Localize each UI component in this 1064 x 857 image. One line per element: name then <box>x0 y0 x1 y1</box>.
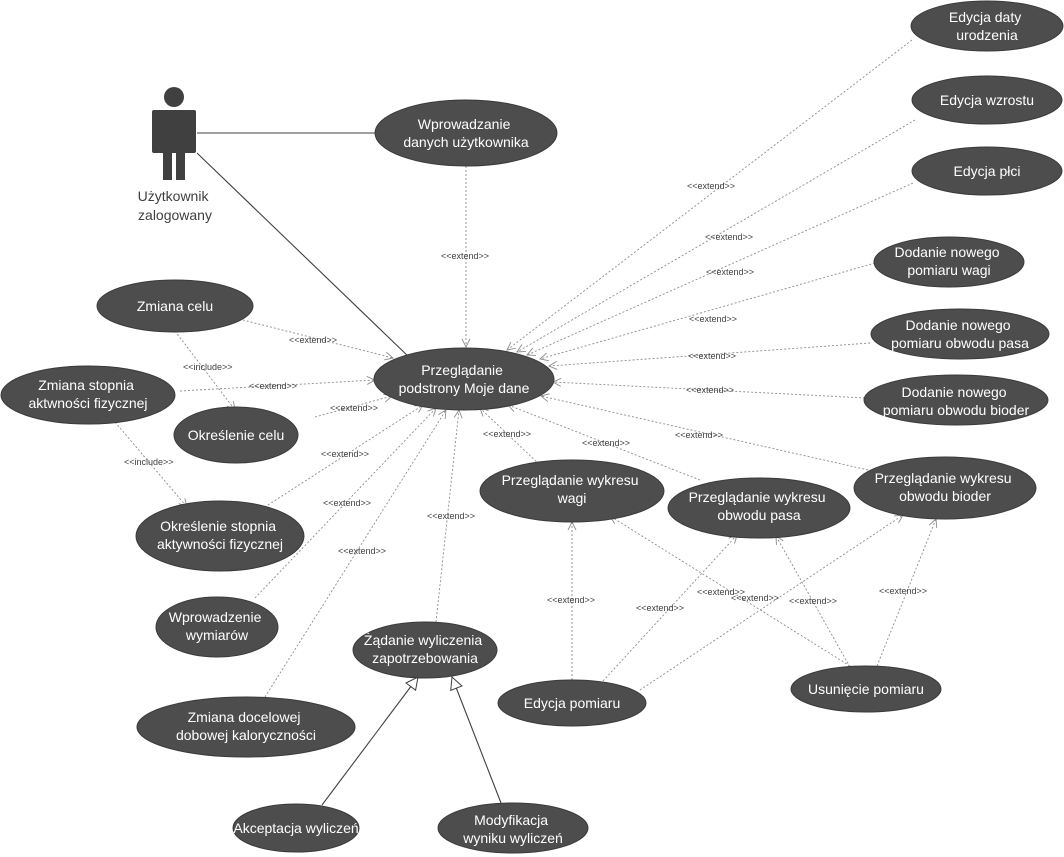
use-case-label: Wprowadzanie danych użytkownika <box>403 116 529 150</box>
label-extend-okreslenie-stopnia: <<extend>> <box>321 449 369 459</box>
use-case-akceptacja-wyliczen[interactable]: Akceptacja wyliczeń <box>232 803 360 853</box>
label-extend-okreslenie-celu: <<extend>> <box>330 403 378 413</box>
extend-edycja-wzrostu-main <box>516 119 916 353</box>
label-extend-dodanie-bioder: <<extend>> <box>686 385 734 395</box>
use-case-label: Usunięcie pomiaru <box>808 681 924 697</box>
use-case-label: Przeglądanie wykresu obwodu bioder <box>875 470 1016 504</box>
use-case-przegladanie-podstrony[interactable]: Przeglądanie podstrony Moje dane <box>373 347 555 411</box>
use-case-label: Żądanie wyliczenia zapotrzebowania <box>364 631 486 666</box>
label-extend-edycja-plci: <<extend>> <box>706 267 754 277</box>
extend-edycja-plci-main <box>526 182 914 356</box>
use-case-wykres-wagi[interactable]: Przeglądanie wykresu wagi <box>479 459 665 523</box>
relationships <box>114 39 938 806</box>
use-case-okreslenie-celu[interactable]: Określenie celu <box>173 406 299 464</box>
label-extend-wykres-bioder: <<extend>> <box>675 430 723 440</box>
use-case-modyfikacja-wyniku[interactable]: Modyfikacja wyniku wyliczeń <box>437 802 589 854</box>
use-case-okreslenie-stopnia-aktywnosci[interactable]: Określenie stopnia aktywności fizycznej <box>135 500 305 572</box>
extend-okreslenie-stopnia-main <box>267 404 424 506</box>
extend-usuniecie-wykres-pasa <box>775 535 851 668</box>
include-zmiana-stopnia-okreslenie <box>114 421 188 508</box>
use-case-zadanie-wyliczenia[interactable]: Żądanie wyliczenia zapotrzebowania <box>352 621 498 679</box>
extend-dodanie-bioder-main <box>551 378 866 399</box>
actor-figure-icon <box>152 87 196 180</box>
extend-edycja-pomiaru-wykres-pasa <box>602 534 738 682</box>
use-case-label: Zmiana docelowej dobowej kaloryczności <box>176 709 316 743</box>
use-case-label: Zmiana stopnia aktwności fizycznej <box>28 377 147 411</box>
label-extend-zmiana-celu: <<extend>> <box>289 335 337 345</box>
relationship-labels: <<extend>> <<extend>> <<extend>> <<exten… <box>124 181 927 613</box>
use-case-edycja-plci[interactable]: Edycja płci <box>911 146 1063 196</box>
actor-uzytkownik-zalogowany[interactable]: Użytkownik zalogowany <box>138 87 213 223</box>
use-case-label: Przeglądanie wykresu wagi <box>502 472 643 506</box>
use-case-label: Przeglądanie wykresu obwodu pasa <box>689 489 830 523</box>
label-extend-dodanie-pasa: <<extend>> <box>688 351 736 361</box>
label-extend-usuniecie-wykres-wagi: <<extend>> <box>731 593 779 603</box>
use-case-dodanie-pomiaru-pasa[interactable]: Dodanie nowego pomiaru obwodu pasa <box>870 308 1050 360</box>
use-case-edycja-daty-urodzenia[interactable]: Edycja daty urodzenia <box>910 0 1064 52</box>
use-case-label: Określenie celu <box>188 427 285 443</box>
extend-zadanie-main <box>435 408 463 623</box>
label-extend-zmiana-stopnia: <<extend>> <box>249 381 297 391</box>
extend-zmiana-celu-main <box>234 317 394 361</box>
label-extend-edycja-daty: <<extend>> <box>687 181 735 191</box>
use-case-label: Edycja wzrostu <box>940 92 1034 108</box>
label-extend-wykres-wagi: <<extend>> <box>483 429 531 439</box>
use-case-label: Edycja pomiaru <box>524 695 621 711</box>
use-case-label: Akceptacja wyliczeń <box>233 820 358 836</box>
label-extend-usuniecie-wykres-bioder: <<extend>> <box>879 586 927 596</box>
label-extend-wprowadzenie-wymiarow: <<extend>> <box>323 498 371 508</box>
use-case-wykres-bioder[interactable]: Przeglądanie wykresu obwodu bioder <box>853 456 1037 520</box>
label-extend-dodanie-wagi: <<extend>> <box>689 314 737 324</box>
label-extend-wykres-pasa: <<extend>> <box>582 438 630 448</box>
use-case-label: Dodanie nowego pomiaru obwodu pasa <box>891 317 1029 351</box>
include-zmiana-celu-okreslenie <box>174 330 236 411</box>
label-extend-zadanie: <<extend>> <box>427 511 475 521</box>
extend-okreslenie-celu-main <box>314 393 393 418</box>
extend-zmiana-docelowej-main <box>264 409 447 698</box>
use-case-label: Dodanie nowego pomiaru obwodu bioder <box>883 384 1030 418</box>
label-extend-usuniecie-wykres-pasa: <<extend>> <box>789 596 837 606</box>
use-case-label: Wprowadzenie wymiarów <box>169 609 266 643</box>
label-extend-edycja-wykres-pasa: <<extend>> <box>636 603 684 613</box>
use-case-label: Zmiana celu <box>137 298 213 314</box>
label-extend-edycja-wykres-bioder: <<extend>> <box>697 587 745 597</box>
label-extend-wprowadzanie: <<extend>> <box>441 251 489 261</box>
association-actor-main <box>196 152 411 359</box>
use-case-usuniecie-pomiaru[interactable]: Usunięcie pomiaru <box>790 665 942 713</box>
use-case-wykres-pasa[interactable]: Przeglądanie wykresu obwodu pasa <box>667 477 851 539</box>
label-extend-edycja-wzrostu: <<extend>> <box>705 232 753 242</box>
use-case-label: Modyfikacja wyniku wyliczeń <box>462 812 563 846</box>
use-case-label: Edycja płci <box>954 163 1021 179</box>
use-case-dodanie-pomiaru-wagi[interactable]: Dodanie nowego pomiaru wagi <box>873 236 1025 288</box>
use-case-wprowadzenie-wymiarow[interactable]: Wprowadzenie wymiarów <box>155 596 279 658</box>
extend-edycja-pomiaru-wykres-bioder <box>639 514 904 691</box>
label-extend-edycja-wykres-wagi: <<extend>> <box>547 595 595 605</box>
use-case-edycja-pomiaru[interactable]: Edycja pomiaru <box>497 679 647 727</box>
use-case-dodanie-pomiaru-bioder[interactable]: Dodanie nowego pomiaru obwodu bioder <box>863 374 1049 426</box>
use-case-zmiana-celu[interactable]: Zmiana celu <box>96 279 254 333</box>
generalization-modyfikacja-zadanie <box>452 677 502 804</box>
generalization-akceptacja-zadanie <box>321 677 418 806</box>
use-case-label: Dodanie nowego pomiaru wagi <box>895 244 1004 278</box>
extend-usuniecie-wykres-wagi <box>609 515 851 667</box>
use-case-zmiana-stopnia-aktywnosci[interactable]: Zmiana stopnia aktwności fizycznej <box>0 365 176 425</box>
actor-label: Użytkownik zalogowany <box>138 188 213 223</box>
label-include-zmiana-stopnia: <<include>> <box>124 457 174 467</box>
extend-zmiana-stopnia-main <box>179 376 377 392</box>
use-case-wprowadzanie-danych[interactable]: Wprowadzanie danych użytkownika <box>374 99 558 167</box>
use-case-label: Edycja daty urodzenia <box>949 9 1025 43</box>
extend-edycja-daty-main <box>506 39 913 351</box>
use-case-edycja-wzrostu[interactable]: Edycja wzrostu <box>911 75 1063 125</box>
label-extend-zmiana-docelowej: <<extend>> <box>338 546 386 556</box>
use-case-label: Przeglądanie podstrony Moje dane <box>399 362 530 396</box>
extend-dodanie-wagi-main <box>539 262 876 362</box>
use-case-zmiana-docelowej-kalorycznosci[interactable]: Zmiana docelowej dobowej kaloryczności <box>136 696 356 758</box>
label-include-zmiana-celu: <<include>> <box>183 362 233 372</box>
extend-dodanie-pasa-main <box>547 342 871 370</box>
use-case-label: Określenie stopnia aktywności fizycznej <box>157 518 283 552</box>
